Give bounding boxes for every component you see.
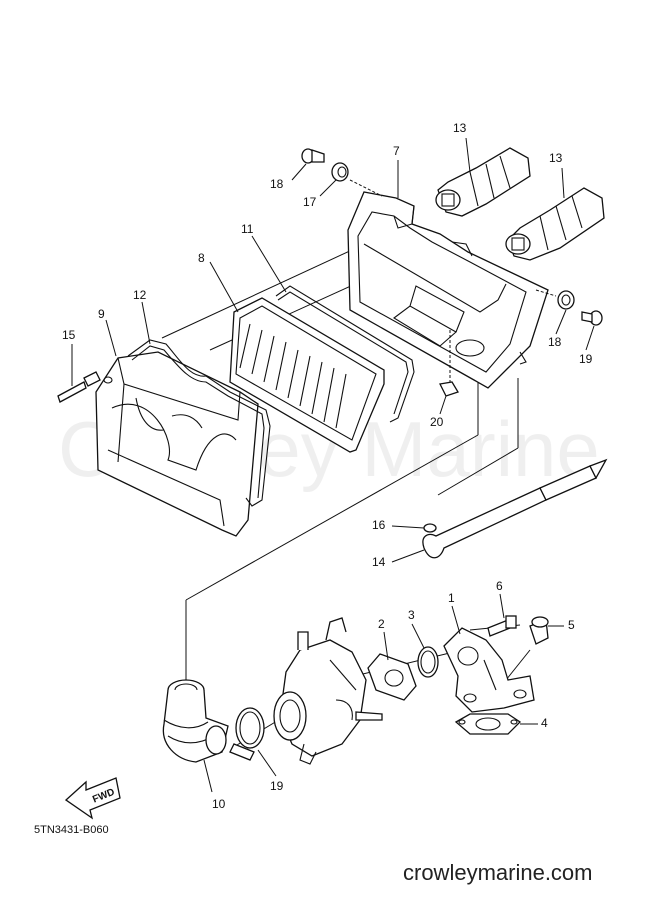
callout-9: 9 xyxy=(98,307,105,321)
callout-6: 6 xyxy=(496,579,503,593)
air-box-cover xyxy=(347,191,549,389)
intake-duct-upper xyxy=(435,147,531,217)
callout-15: 14 xyxy=(372,555,386,569)
callouts: 13 13 7 18 17 11 8 12 9 15 18 19 20 16 1… xyxy=(62,121,593,811)
callout-1: 1 xyxy=(448,591,455,605)
intake-joint xyxy=(162,679,229,763)
leader-lines xyxy=(71,137,595,793)
callout-13: 13 xyxy=(453,121,467,135)
hose-clamp-17 xyxy=(229,707,265,761)
callout-11: 11 xyxy=(241,222,254,236)
manifold-gasket xyxy=(454,713,522,735)
bolt-6 xyxy=(487,615,517,637)
callout-19: 19 xyxy=(579,352,593,366)
callout-3: 3 xyxy=(408,608,415,622)
element-gasket xyxy=(275,285,415,423)
callout-4: 4 xyxy=(541,716,548,730)
intake-manifold xyxy=(443,627,535,713)
callout-7: 7 xyxy=(393,144,400,158)
grommet-18-right xyxy=(557,290,575,310)
fwd-arrow-icon: FWD xyxy=(64,777,121,820)
air-box-case xyxy=(95,351,259,537)
o-ring xyxy=(417,646,439,678)
callout-5: 5 xyxy=(568,618,575,632)
bolt-19-right xyxy=(581,310,603,326)
callout-2: 2 xyxy=(378,617,385,631)
diagram-code: 5TN3431-B060 xyxy=(34,824,109,836)
carburetor xyxy=(273,617,383,765)
callout-16: 16 xyxy=(372,518,386,532)
callout-18: 17 xyxy=(303,195,317,209)
carb-insulator xyxy=(367,653,417,701)
bolt-19-left xyxy=(301,148,325,164)
callout-10: 10 xyxy=(212,797,226,811)
breather-hose xyxy=(422,458,608,559)
callout-12: 12 xyxy=(133,288,147,302)
screw-14 xyxy=(57,371,101,403)
site-url: crowleymarine.com xyxy=(403,860,593,885)
bolt-5 xyxy=(529,616,549,645)
callout-20: 20 xyxy=(430,415,444,429)
grommet-18-left xyxy=(331,162,349,182)
callout-19: 18 xyxy=(270,177,284,191)
air-filter-element xyxy=(229,297,385,453)
callout-8: 8 xyxy=(198,251,205,265)
clip-20 xyxy=(439,330,459,397)
hose-clip-16 xyxy=(423,523,437,533)
intake-duct-lower xyxy=(505,187,605,261)
callout-14: 15 xyxy=(62,328,76,342)
callout-18: 18 xyxy=(548,335,562,349)
callout-17: 19 xyxy=(270,779,284,793)
air-box-gasket xyxy=(127,339,271,507)
callout-13: 13 xyxy=(549,151,563,165)
